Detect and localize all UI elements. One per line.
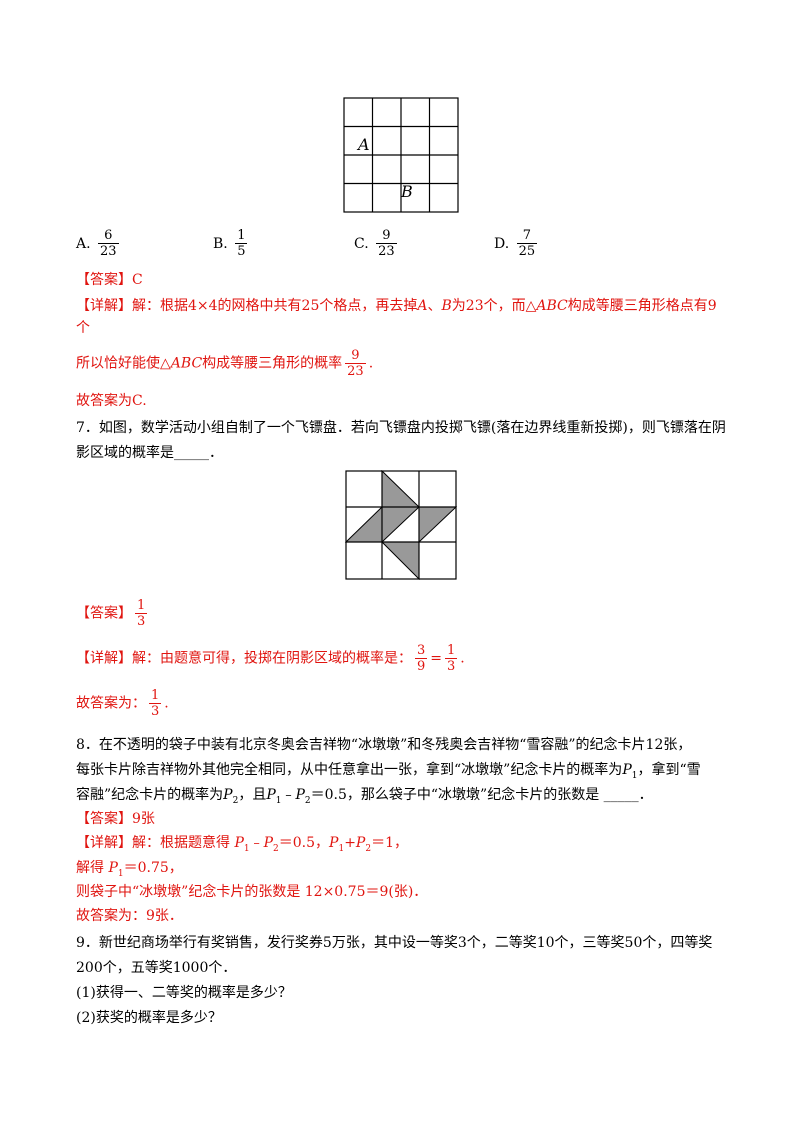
q6-detail-line1: 【详解】解：根据4×4的网格中共有25个格点，再去掉A、B为23个，而△ABC构…: [76, 298, 717, 314]
q7-question-line1: 7．如图，数学活动小组自制了一个飞镖盘．若向飞镖盘内投掷飞镖(落在边界线重新投掷…: [76, 420, 726, 436]
q8-conclusion: 故答案为：9张．: [76, 908, 183, 924]
q9-subquestion-1: (1)获得一、二等奖的概率是多少？: [76, 985, 292, 1001]
q8-question-line2: 每张卡片除吉祥物外其他完全相同，从中任意拿出一张，拿到“冰墩墩”纪念卡片的概率为…: [76, 762, 701, 781]
q8-question-line1: 8．在不透明的袋子中装有北京冬奥会吉祥物“冰墩墩”和冬残奥会吉祥物“雪容融”的纪…: [76, 737, 692, 753]
grid-figure-ab: A B: [343, 97, 459, 213]
q8-question-line3: 容融”纪念卡片的概率为P2，且P1﹣P2＝0.5，那么袋子中“冰墩墩”纪念卡片的…: [76, 787, 653, 806]
q8-detail-line1: 【详解】解：根据题意得 P1﹣P2＝0.5，P1+P2＝1，: [76, 835, 408, 854]
point-a-label: A: [356, 135, 370, 154]
point-b-label: B: [400, 182, 413, 201]
q6-detail-line1-wrap: 个: [76, 320, 90, 336]
q9-question-line2: 200个，五等奖1000个．: [76, 960, 237, 976]
q6-conclusion: 故答案为C.: [76, 393, 147, 409]
dartboard-figure: [345, 470, 457, 580]
q9-question-line1: 9．新世纪商场举行有奖销售，发行奖券5万张，其中设一等奖3个，二等奖10个，三等…: [76, 935, 713, 951]
q8-detail-line3: 则袋子中“冰墩墩”纪念卡片的张数是 12×0.75＝9(张)．: [76, 884, 428, 900]
q7-question-line2: 影区域的概率是_____．: [76, 445, 223, 461]
q8-answer: 【答案】9张: [76, 811, 155, 827]
q9-subquestion-2: (2)获奖的概率是多少？: [76, 1010, 222, 1026]
q8-detail-line2: 解得 P1＝0.75，: [76, 860, 183, 879]
q6-answer: 【答案】C: [76, 272, 143, 288]
